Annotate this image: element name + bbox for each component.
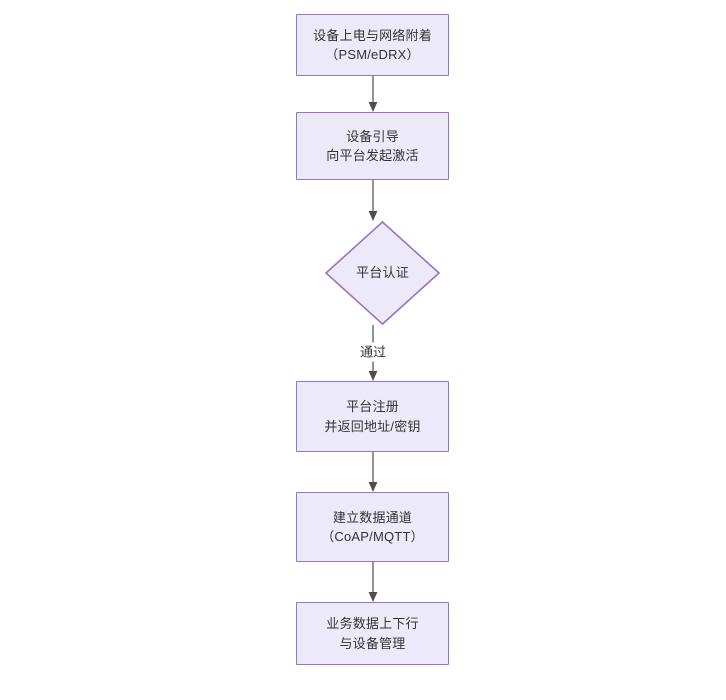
flow-node-platform-registration[interactable]: 平台注册 并返回地址/密钥 bbox=[296, 381, 449, 452]
flow-node-device-bootstrap-activation[interactable]: 设备引导 向平台发起激活 bbox=[296, 112, 449, 180]
flow-node-label: 平台认证 bbox=[356, 265, 409, 281]
flow-node-label: 业务数据上下行 与设备管理 bbox=[326, 616, 419, 651]
flow-node-power-on-network-attach[interactable]: 设备上电与网络附着 （PSM/eDRX） bbox=[296, 14, 449, 76]
flow-node-platform-authentication[interactable]: 平台认证 bbox=[324, 220, 441, 326]
connector-n4-n5 bbox=[365, 452, 381, 492]
flow-node-business-data-and-device-management[interactable]: 业务数据上下行 与设备管理 bbox=[296, 602, 449, 665]
connector-label-pass: 通过 bbox=[356, 342, 390, 362]
flow-node-label: 建立数据通道 （CoAP/MQTT） bbox=[321, 509, 424, 545]
flow-node-establish-data-channel[interactable]: 建立数据通道 （CoAP/MQTT） bbox=[296, 492, 449, 562]
flow-node-label: 设备引导 向平台发起激活 bbox=[326, 128, 419, 164]
flow-node-label: 设备上电与网络附着 （PSM/eDRX） bbox=[313, 27, 432, 63]
connector-n1-n2 bbox=[365, 76, 381, 112]
connector-n2-n3 bbox=[365, 180, 381, 221]
diamond-shape bbox=[324, 220, 441, 326]
connector-n5-n6 bbox=[365, 562, 381, 602]
flow-node-label: 平台注册 并返回地址/密钥 bbox=[324, 399, 421, 434]
